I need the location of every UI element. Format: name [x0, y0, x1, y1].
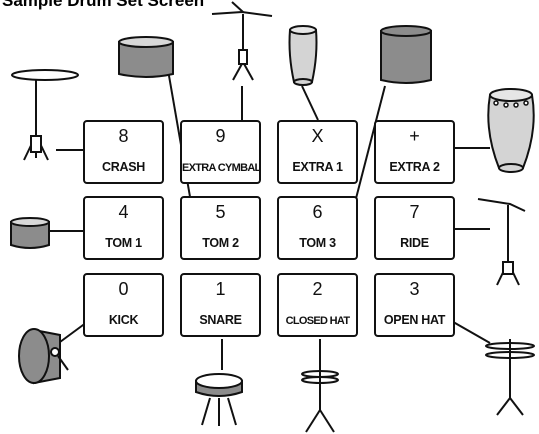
- pad-key: +: [409, 126, 420, 146]
- ride-cymbal-icon: [477, 198, 526, 286]
- pad-label: EXTRA 1: [292, 160, 343, 174]
- pad-crash[interactable]: 8 CRASH: [83, 120, 164, 184]
- closed-hihat-icon: [301, 366, 339, 433]
- pad-label: EXTRA CYMBAL: [182, 162, 261, 174]
- pad-key: 3: [409, 279, 420, 299]
- pad-open-hat[interactable]: 3 OPEN HAT: [374, 273, 455, 337]
- pad-tom-1[interactable]: 4 TOM 1: [83, 196, 164, 260]
- pad-label: TOM 1: [105, 236, 142, 250]
- pad-key: 4: [118, 202, 129, 222]
- pad-extra-2[interactable]: + EXTRA 2: [374, 120, 455, 184]
- connector-open-hat: [447, 318, 491, 344]
- connector-extra1: [301, 85, 319, 121]
- pad-label: SNARE: [199, 313, 242, 327]
- pad-label: RIDE: [400, 236, 429, 250]
- pad-key: 9: [215, 126, 226, 146]
- page-heading: Sample Drum Set Screen: [2, 0, 205, 10]
- pad-key: 6: [312, 202, 323, 222]
- drum-icon: [10, 217, 50, 249]
- kick-drum-icon: [18, 328, 69, 385]
- pad-tom-3[interactable]: 6 TOM 3: [277, 196, 358, 260]
- connector-tom3: [351, 85, 386, 215]
- drum-icon: [118, 36, 174, 78]
- snare-drum-icon: [195, 373, 243, 426]
- pad-key: X: [311, 126, 324, 146]
- pad-key: 8: [118, 126, 129, 146]
- open-hihat-icon: [485, 339, 535, 416]
- pad-kick[interactable]: 0 KICK: [83, 273, 164, 337]
- pad-label: EXTRA 2: [389, 160, 440, 174]
- pad-extra-cymbal[interactable]: 9 EXTRA CYMBAL: [180, 120, 261, 184]
- pad-snare[interactable]: 1 SNARE: [180, 273, 261, 337]
- pad-key: 0: [118, 279, 129, 299]
- conga-icon: [487, 88, 535, 173]
- drum-icon: [380, 25, 432, 84]
- pad-label: TOM 2: [202, 236, 239, 250]
- crash-cymbal-icon: [11, 69, 79, 161]
- pad-label: KICK: [108, 313, 139, 327]
- pad-tom-2[interactable]: 5 TOM 2: [180, 196, 261, 260]
- pad-label: CRASH: [102, 160, 145, 174]
- pad-label: TOM 3: [299, 236, 336, 250]
- conga-icon: [288, 25, 318, 86]
- pad-label: OPEN HAT: [383, 313, 446, 327]
- extra-cymbal-icon: [211, 1, 273, 81]
- pad-label: CLOSED HAT: [285, 315, 350, 327]
- pad-key: 7: [409, 202, 420, 222]
- pad-closed-hat[interactable]: 2 CLOSED HAT: [277, 273, 358, 337]
- pad-key: 5: [215, 202, 226, 222]
- pad-ride[interactable]: 7 RIDE: [374, 196, 455, 260]
- pad-key: 1: [215, 279, 226, 299]
- pad-extra-1[interactable]: X EXTRA 1: [277, 120, 358, 184]
- pad-key: 2: [312, 279, 323, 299]
